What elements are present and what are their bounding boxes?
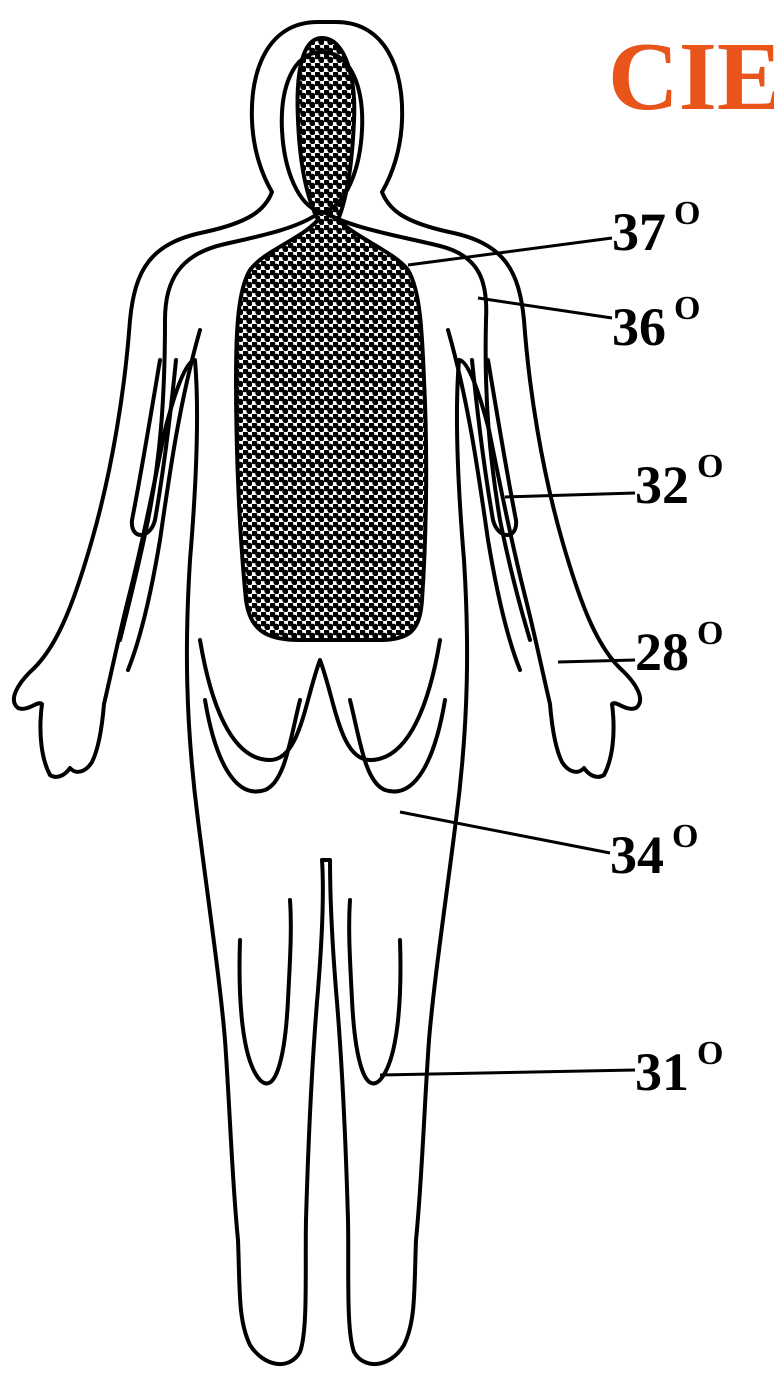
leader-line-shoulder — [478, 298, 612, 318]
leader-line-hand — [558, 660, 635, 662]
temp-value-shoulder: 36 — [612, 297, 666, 357]
temp-unit-lower-leg: O — [697, 1035, 723, 1072]
temp-unit-core: O — [674, 195, 700, 232]
temp-value-upper-arm: 32 — [635, 455, 689, 515]
leader-line-upper-arm — [505, 493, 635, 497]
temp-value-lower-leg: 31 — [635, 1042, 689, 1102]
temp-value-hand: 28 — [635, 622, 689, 682]
temp-unit-upper-arm: O — [697, 448, 723, 485]
temp-unit-shoulder: O — [674, 290, 700, 327]
temp-unit-thigh: O — [672, 818, 698, 855]
title-text: CIE — [608, 28, 774, 126]
leader-line-lower-leg — [380, 1070, 635, 1075]
temp-value-core: 37 — [612, 202, 666, 262]
leader-line-thigh — [400, 812, 610, 853]
leader-line-core — [408, 238, 612, 265]
temp-unit-hand: O — [697, 615, 723, 652]
temp-value-thigh: 34 — [610, 825, 664, 885]
